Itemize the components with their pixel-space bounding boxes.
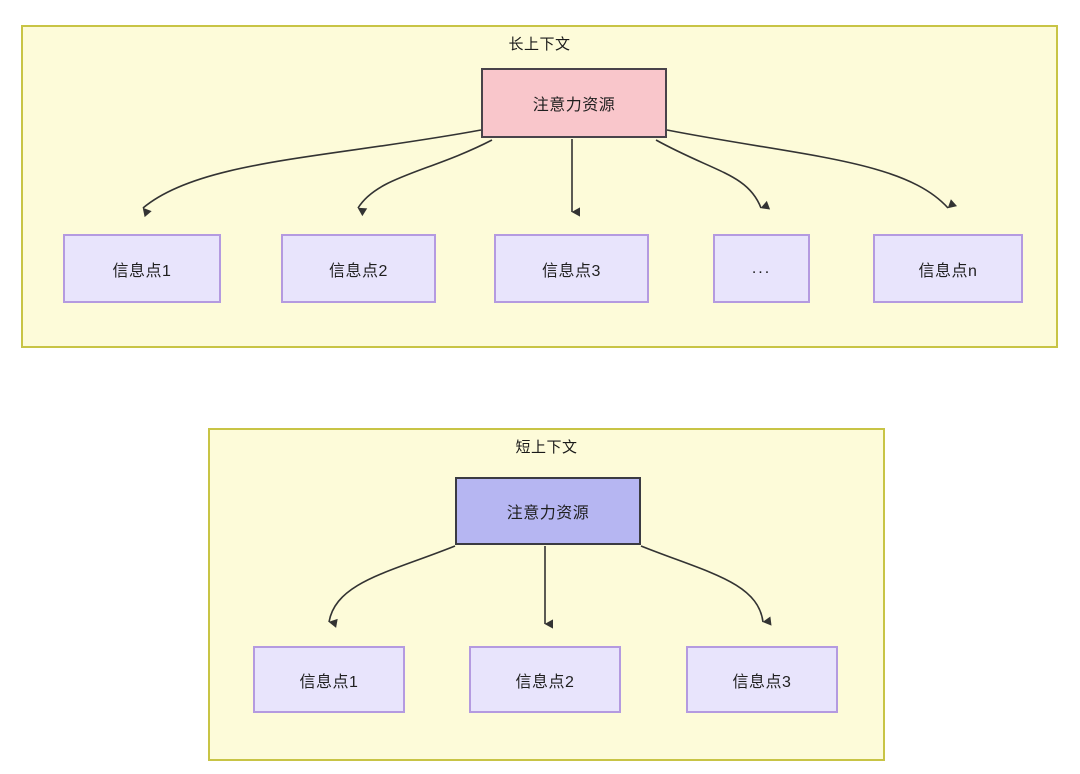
node-label: ... — [751, 259, 772, 277]
node-label: 信息点2 — [329, 262, 388, 280]
node-long-info-3[interactable]: 信息点3 — [494, 234, 649, 303]
node-label: 信息点1 — [112, 262, 172, 280]
panel-long-context-title: 长上下文 — [508, 36, 571, 53]
node-long-attention-resource[interactable]: 注意力资源 — [481, 68, 667, 138]
node-long-info-2[interactable]: 信息点2 — [281, 234, 436, 303]
node-label: 注意力资源 — [532, 97, 616, 114]
node-label: 信息点n — [918, 262, 978, 280]
node-short-attention-resource[interactable]: 注意力资源 — [455, 477, 641, 545]
node-short-info-3[interactable]: 信息点3 — [686, 646, 838, 713]
node-long-info-1[interactable]: 信息点1 — [63, 234, 221, 303]
node-short-info-1[interactable]: 信息点1 — [253, 646, 405, 713]
node-label: 注意力资源 — [506, 505, 590, 522]
node-label: 信息点3 — [732, 673, 792, 691]
node-label: 信息点2 — [515, 673, 575, 691]
node-long-info-ellipsis[interactable]: ... — [713, 234, 810, 303]
node-label: 信息点3 — [542, 262, 601, 280]
node-long-info-n[interactable]: 信息点n — [873, 234, 1023, 303]
panel-short-context-title: 短上下文 — [515, 439, 578, 456]
node-label: 信息点1 — [299, 673, 359, 691]
node-short-info-2[interactable]: 信息点2 — [469, 646, 621, 713]
